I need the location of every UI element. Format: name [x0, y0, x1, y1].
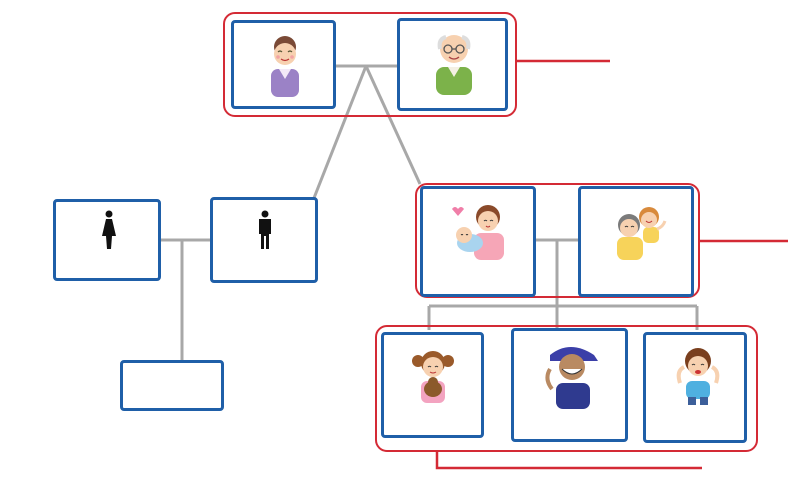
teen-boy-card[interactable] [511, 328, 628, 442]
grandfather-icon [436, 35, 472, 95]
mother-card[interactable] [420, 186, 536, 297]
little-boy-icon [676, 348, 720, 405]
grandparents-to-mother-line [364, 65, 422, 185]
children-group [375, 325, 758, 452]
grandparents-group [223, 12, 517, 117]
female-symbol-icon [102, 210, 116, 249]
grandmother-card[interactable] [231, 20, 336, 109]
woman-card[interactable] [53, 199, 161, 281]
parents-group [415, 183, 700, 298]
mother-with-baby-icon [452, 205, 504, 260]
grandmother-icon [271, 36, 299, 97]
grandparents-to-man-line [312, 65, 368, 199]
teen-boy-icon [545, 347, 598, 409]
father-card[interactable] [578, 186, 694, 297]
father-with-child-icon [617, 207, 667, 260]
girl-card[interactable] [381, 332, 484, 438]
male-symbol-icon [259, 210, 271, 249]
empty-child-card[interactable] [120, 360, 224, 411]
little-boy-card[interactable] [643, 332, 747, 443]
man-card[interactable] [210, 197, 318, 283]
children-group-pointer [435, 452, 702, 470]
girl-with-bear-icon [412, 351, 454, 403]
grandfather-card[interactable] [397, 18, 508, 111]
